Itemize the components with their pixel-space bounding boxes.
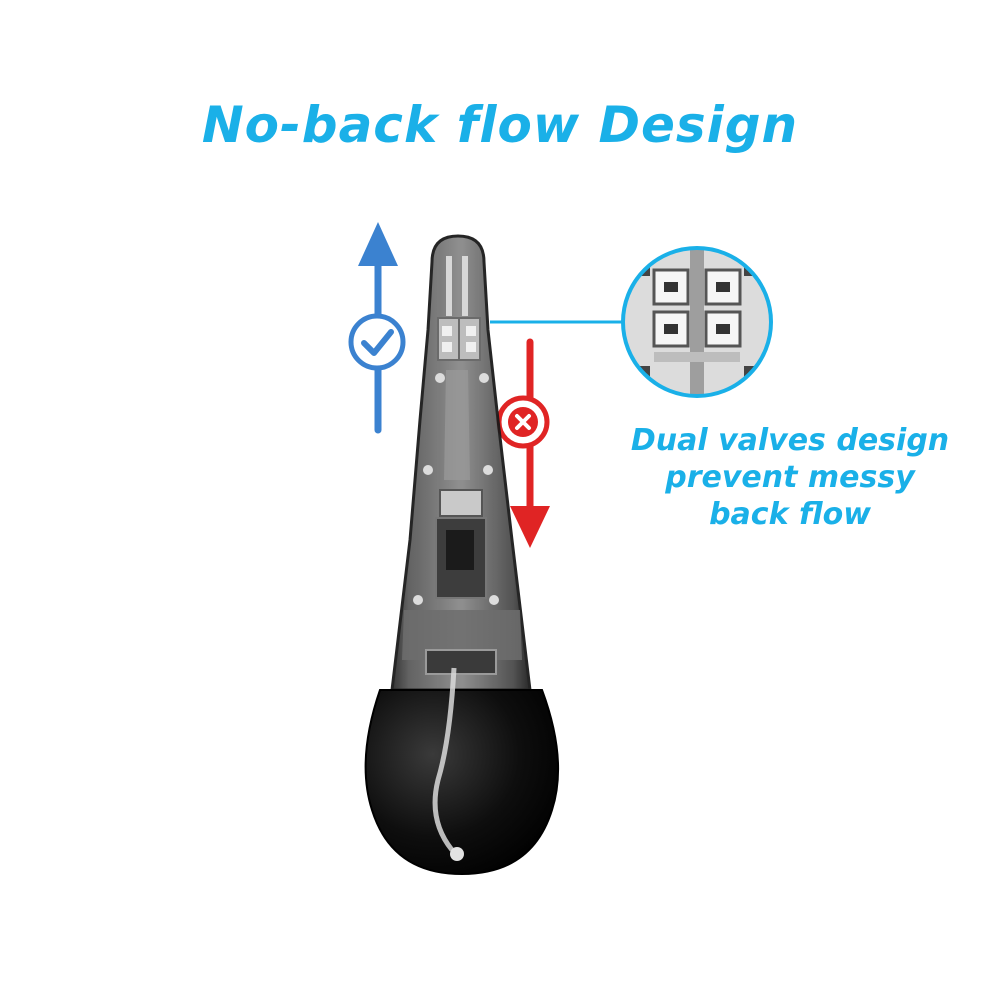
device-nozzle xyxy=(390,234,532,692)
callout-line-1: Dual valves design xyxy=(630,423,950,458)
callout-text: Dual valves design prevent messy back fl… xyxy=(590,422,990,533)
callout-line-2: prevent messy xyxy=(665,460,915,495)
headline: No-back flow Design xyxy=(201,96,799,154)
cross-icon xyxy=(496,395,550,449)
device-bulb xyxy=(364,667,560,876)
callout-line-3: back flow xyxy=(709,497,871,532)
valve-zoom-callout xyxy=(621,246,773,398)
check-icon xyxy=(348,313,406,371)
